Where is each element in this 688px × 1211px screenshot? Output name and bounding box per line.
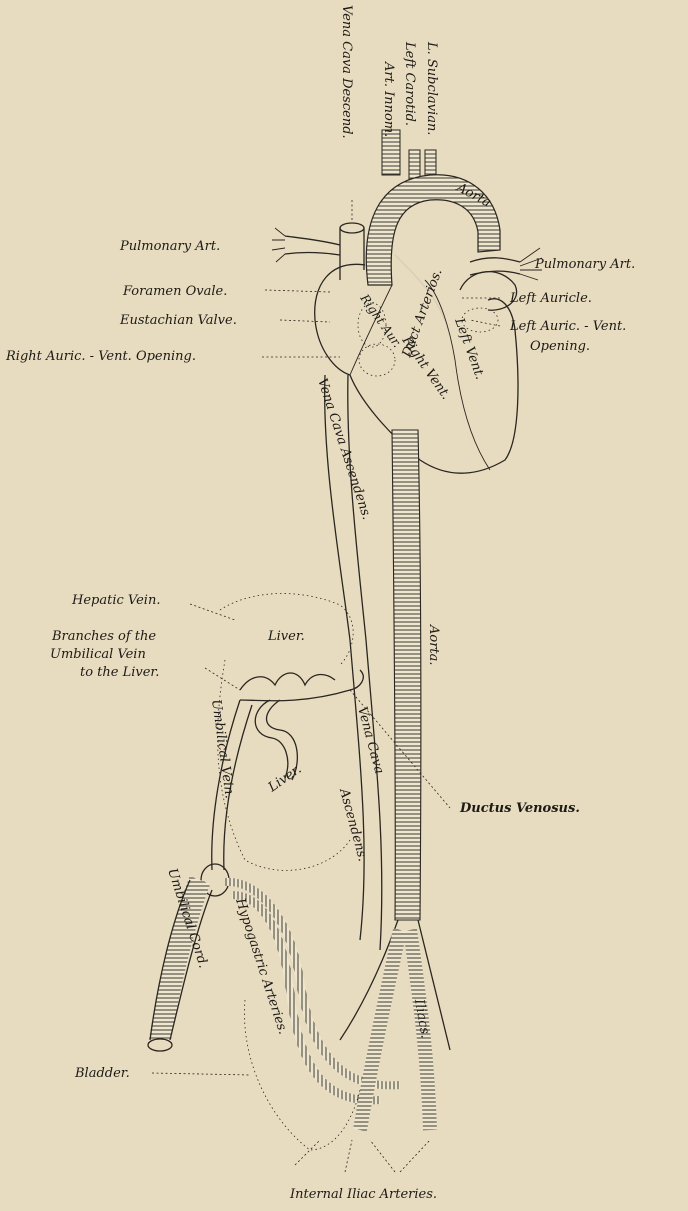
label-pulmonary-art-left: Pulmonary Art. [119, 239, 220, 254]
label-ductus-venosus: Ductus Venosus. [459, 801, 580, 816]
label-liver-upper: Liver. [267, 629, 305, 644]
label-left-auric-vent-2: Opening. [530, 339, 590, 354]
pulmonary-artery-left [272, 228, 340, 262]
label-branches-line1: Branches of the [51, 629, 156, 644]
label-aorta-middle: Aorta. [426, 624, 441, 666]
label-l-subclavian: L. Subclavian. [424, 41, 439, 135]
superior-vena-cava [340, 200, 364, 280]
label-branches-line3: to the Liver. [80, 665, 159, 680]
umbilical-cord [148, 864, 229, 1051]
label-liver-lower: Liver. [265, 762, 305, 796]
label-right-auric-vent-opening: Right Auric. - Vent. Opening. [5, 349, 196, 364]
label-vena-cava-descend: Vena Cava Descend. [339, 5, 354, 139]
label-vena-cava-ascendens-upper: Vena Cava Ascendens. [314, 377, 374, 522]
label-left-auricle: Left Auricle. [509, 291, 592, 306]
label-left-auric-vent-1: Left Auric. - Vent. [509, 319, 626, 334]
label-right-vent: Right Vent. [398, 333, 453, 403]
label-left-carotid: Left Carotid. [402, 41, 417, 126]
label-iliacs: Iliacs. [411, 997, 433, 1039]
label-art-innom: Art. Innom. [381, 61, 396, 137]
label-internal-iliac-arteries: Internal Iliac Arteries. [289, 1187, 437, 1202]
label-umbilical-vein: Umbilical Vein. [208, 698, 237, 799]
label-hepatic-vein: Hepatic Vein. [71, 593, 160, 608]
label-pulmonary-art-right: Pulmonary Art. [534, 257, 635, 272]
label-right-aur: Right Aur. [357, 291, 404, 350]
umbilical-vein-branches [240, 670, 363, 780]
label-branches-line2: Umbilical Vein [50, 647, 146, 662]
pulmonary-artery-right [470, 248, 542, 280]
label-ascendens-lower: Ascendens. [336, 786, 370, 863]
label-foramen-ovale: Foramen Ovale. [122, 284, 227, 299]
neck-arteries [382, 130, 436, 180]
descending-aorta [392, 430, 421, 920]
label-bladder: Bladder. [74, 1066, 130, 1081]
label-eustachian-valve: Eustachian Valve. [119, 313, 237, 328]
